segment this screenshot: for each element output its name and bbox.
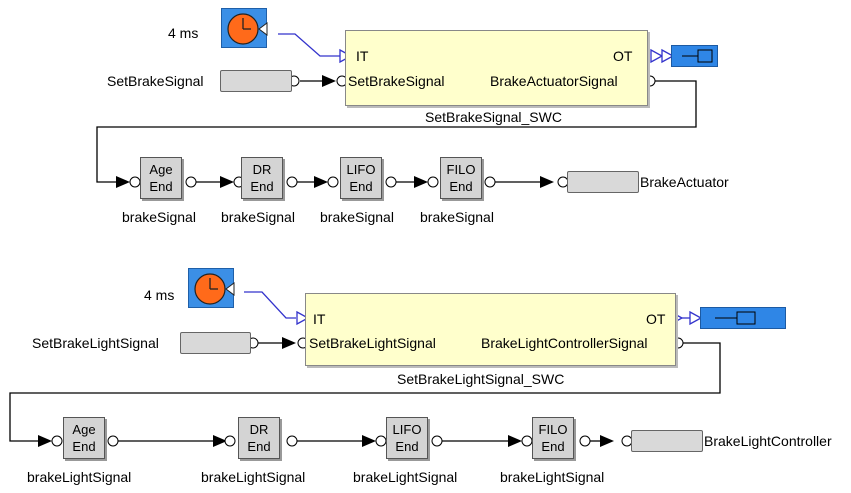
end-kind: LIFO	[346, 162, 376, 177]
top-swc-in-trigger: IT	[356, 48, 369, 64]
bottom-swc-in-port-label: SetBrakeLightSignal	[309, 335, 436, 351]
top-end4-signal: brakeSignal	[420, 209, 494, 225]
top-output-signal[interactable]	[567, 171, 639, 193]
runnable-sink-icon	[715, 311, 756, 325]
top-end1-in	[129, 176, 141, 188]
bottom-arrow-1	[38, 435, 52, 447]
top-arrow-4	[414, 176, 428, 188]
bottom-output-signal[interactable]	[631, 430, 703, 452]
end-kind: LIFO	[392, 422, 422, 437]
bottom-end4-in	[521, 435, 533, 447]
top-input-label: SetBrakeSignal	[107, 73, 204, 89]
top-timer-label: 4 ms	[168, 25, 199, 41]
end-kind: Age	[149, 162, 173, 177]
top-arrow-2	[220, 176, 234, 188]
bottom-output-label: BrakeLightController	[704, 433, 832, 449]
runnable-sink-icon	[682, 49, 713, 63]
top-end2-signal: brakeSignal	[221, 209, 295, 225]
end-kind: FILO	[538, 422, 568, 437]
top-arrow-3	[314, 176, 328, 188]
top-end3-signal: brakeSignal	[320, 209, 394, 225]
bottom-swc-block[interactable]	[305, 293, 676, 366]
top-swc-name: SetBrakeSignal_SWC	[425, 109, 562, 125]
top-sink[interactable]	[671, 45, 718, 67]
end-label: End	[250, 179, 274, 194]
top-swc-block[interactable]	[345, 30, 648, 106]
bottom-end3-in	[375, 435, 387, 447]
bottom-route-wire	[9, 342, 721, 442]
top-swc-out-port-label: BrakeActuatorSignal	[490, 73, 618, 89]
bottom-swc-name: SetBrakeLightSignal_SWC	[397, 371, 565, 387]
top-end2-out	[286, 176, 298, 188]
bottom-swc-out-port-label: BrakeLightControllerSignal	[481, 335, 648, 351]
bottom-end2-signal: brakeLightSignal	[201, 469, 306, 485]
top-arrow-5	[540, 176, 554, 188]
end-label: End	[247, 439, 271, 454]
top-route-wire	[96, 80, 697, 183]
end-label: End	[395, 439, 419, 454]
end-kind: Age	[72, 422, 96, 437]
top-end4-in	[427, 176, 439, 188]
top-end4-out	[484, 176, 496, 188]
end-kind: FILO	[446, 162, 476, 177]
bottom-input-label: SetBrakeLightSignal	[32, 335, 159, 351]
bottom-arrow-2	[213, 435, 227, 447]
top-filo-end[interactable]: FILO End	[440, 157, 482, 199]
top-lifo-end[interactable]: LIFO End	[340, 157, 382, 199]
bottom-arrow-5	[600, 435, 614, 447]
bottom-dr-end[interactable]: DR End	[238, 417, 280, 459]
bottom-lifo-end[interactable]: LIFO End	[386, 417, 428, 459]
bottom-swc-out-trigger: OT	[646, 311, 666, 327]
top-end1-signal: brakeSignal	[122, 209, 196, 225]
bottom-end1-signal: brakeLightSignal	[27, 469, 132, 485]
bottom-sink[interactable]	[700, 307, 786, 329]
bottom-end3-out	[431, 435, 443, 447]
top-swc-in-port-label: SetBrakeSignal	[348, 73, 445, 89]
bottom-end3-signal: brakeLightSignal	[353, 469, 458, 485]
end-label: End	[72, 439, 96, 454]
end-label: End	[349, 179, 373, 194]
top-sink-arrow	[661, 48, 675, 64]
bottom-end1-out	[107, 435, 119, 447]
bottom-end1-in	[51, 435, 63, 447]
top-timer[interactable]	[221, 8, 268, 48]
end-label: End	[149, 179, 173, 194]
end-kind: DR	[249, 422, 269, 437]
top-trigger-wire	[278, 33, 340, 57]
bottom-trigger-wire	[244, 291, 296, 319]
bottom-input-signal[interactable]	[180, 332, 251, 354]
bottom-arrow-3	[362, 435, 376, 447]
clock-icon	[227, 13, 268, 45]
bottom-input-arrow	[282, 337, 296, 349]
end-label: End	[449, 179, 473, 194]
bottom-arrow-4	[508, 435, 522, 447]
bottom-timer-label: 4 ms	[144, 287, 175, 303]
bottom-timer[interactable]	[188, 268, 235, 308]
bottom-end4-signal: brakeLightSignal	[500, 469, 605, 485]
top-input-arrow	[322, 75, 336, 87]
top-input-signal[interactable]	[220, 70, 292, 92]
top-output-label: BrakeActuator	[640, 174, 729, 190]
top-swc-out-trigger: OT	[613, 48, 633, 64]
top-end1-out	[185, 176, 197, 188]
bottom-end2-out	[286, 435, 298, 447]
bottom-swc-in-trigger: IT	[313, 311, 326, 327]
end-label: End	[541, 439, 565, 454]
top-dr-end[interactable]: DR End	[241, 157, 283, 199]
bottom-it-arrow	[296, 310, 310, 326]
bottom-filo-end[interactable]: FILO End	[532, 417, 574, 459]
top-end3-out	[385, 176, 397, 188]
top-arrow-1	[116, 176, 130, 188]
bottom-end4-out	[579, 435, 591, 447]
clock-icon	[194, 273, 235, 305]
top-end3-in	[327, 176, 339, 188]
end-kind: DR	[252, 162, 272, 177]
top-ot-arrow	[650, 48, 664, 64]
bottom-sink-arrow	[689, 310, 703, 326]
bottom-end2-in	[224, 435, 236, 447]
